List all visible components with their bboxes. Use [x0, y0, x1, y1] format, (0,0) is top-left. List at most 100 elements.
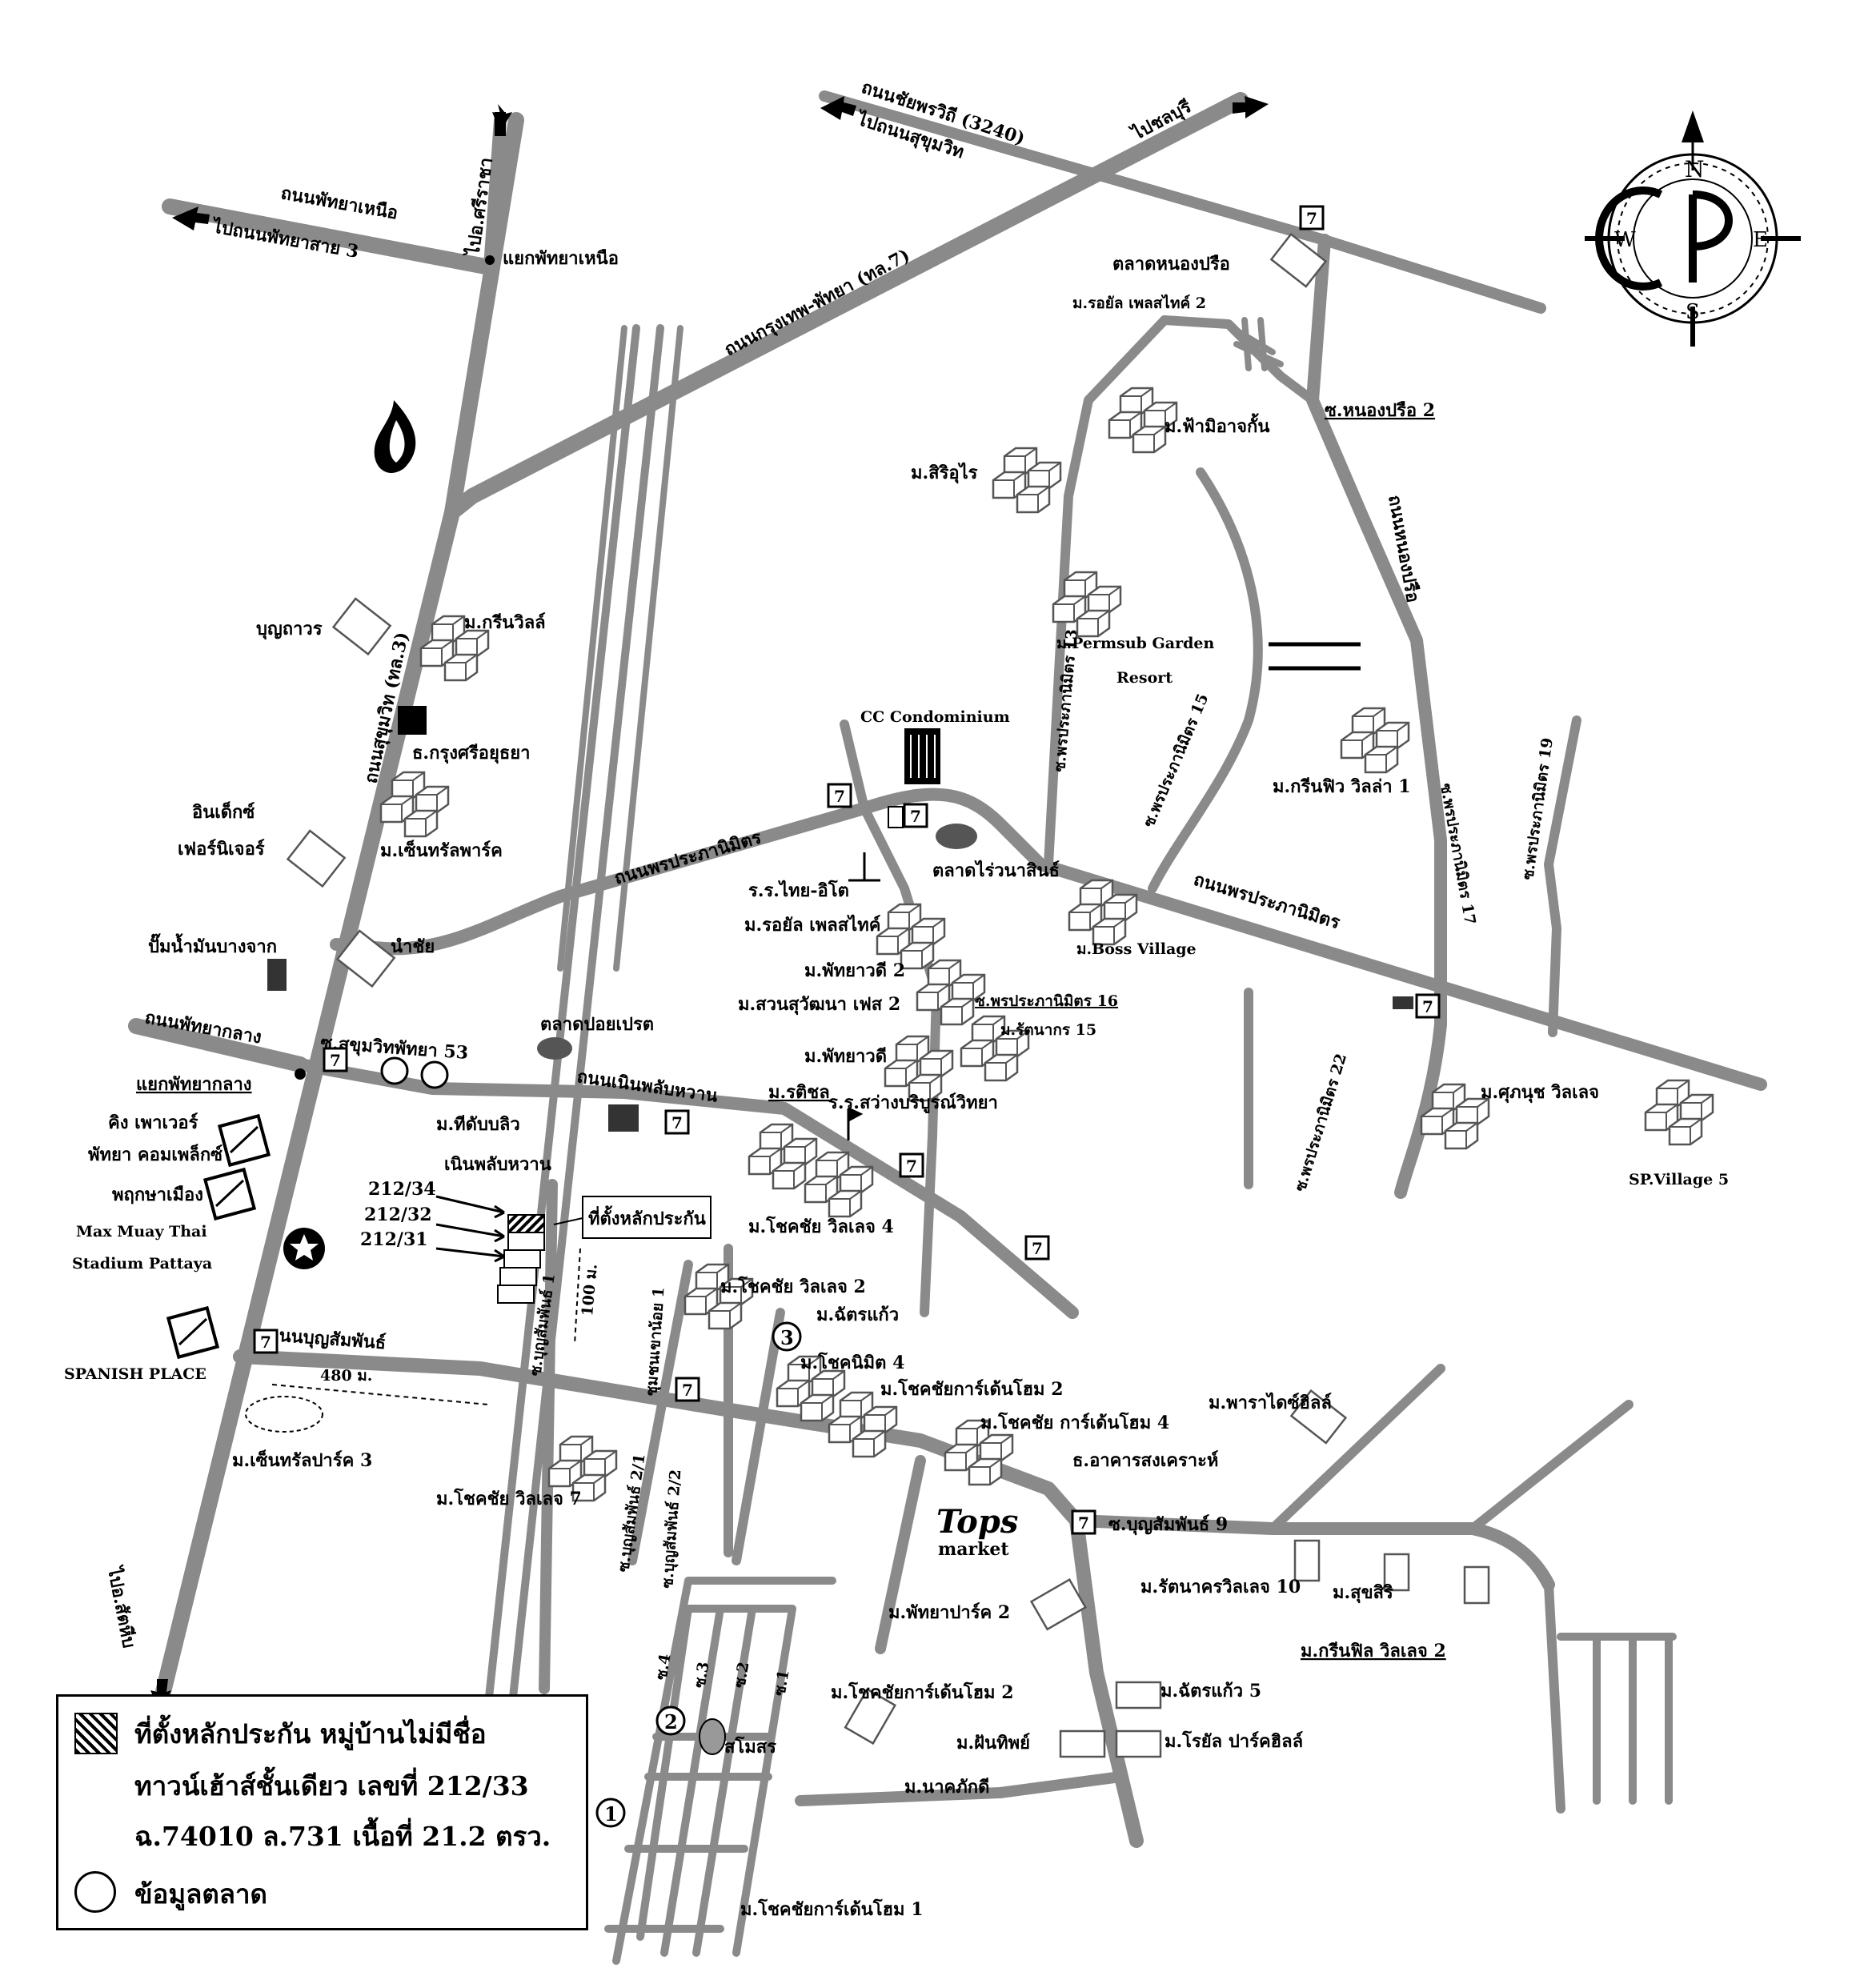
- shop-icon: [380, 1056, 409, 1085]
- tree-icon: [420, 1060, 449, 1089]
- label-chokchai-gh2: ม.โชคชัยการ์เด้นโฮม 2: [880, 1378, 1064, 1400]
- road-soi-pp13: [1044, 315, 1169, 869]
- label-the-dublin1: ม.ทีดับบลิว: [436, 1114, 520, 1135]
- road-noen-phlap-wan: [294, 1058, 1079, 1319]
- compass-rose: N S W E: [1585, 110, 1801, 347]
- legend-circle-swatch: [74, 1871, 116, 1913]
- label-permsub2: Resort: [1116, 669, 1173, 687]
- label-krungsri: ธ.กรุงศรีอยุธยา: [412, 743, 531, 764]
- parallel-road-marks: [1269, 642, 1361, 671]
- road-soi-pp15: [1148, 467, 1263, 893]
- label-chokchai-v4: ม.โชคชัย วิลเลจ 4: [748, 1216, 894, 1237]
- label-phruksa-muang: พฤกษาเมือง: [112, 1184, 203, 1205]
- legend-line-3: ฉ.74010 ล.731 เนื้อที่ 21.2 ตรว.: [134, 1821, 551, 1852]
- label-talat-poi: ตลาดปอยเปรต: [540, 1014, 654, 1035]
- label-to-sattahip: ไปอ.สัตหีบ: [103, 1564, 140, 1649]
- label-nak-phakdi: ม.นาคภักดี: [904, 1777, 989, 1798]
- label-max-muay2: Stadium Pattaya: [72, 1255, 212, 1273]
- fuel-pump-icon: [267, 959, 287, 991]
- label-pattaya-nuea: ถนนพัทยาเหนือ: [279, 182, 399, 223]
- label-index1: อินเด็กซ์: [192, 800, 255, 823]
- collateral-lots: [435, 1195, 712, 1304]
- label-royal-park-hill: ม.โรยัล ปาร์คฮิลล์: [1165, 1730, 1303, 1752]
- label-soi-nong-prue2: ซ.หนองปรือ 2: [1325, 400, 1435, 421]
- label-phonprapanimit-w: ถนนพรประภานิมิตร: [611, 827, 764, 888]
- label-lot-212-32: 212/32: [364, 1204, 432, 1225]
- label-yaek-pattaya-klang: แยกพัทยากลาง: [136, 1074, 252, 1095]
- market-basket-icon-2: [936, 824, 977, 849]
- seven-label: 7: [682, 1381, 693, 1400]
- label-fan-thip: ม.ฝันทิพย์: [956, 1733, 1030, 1754]
- label-ratchada: ม.รติชล: [768, 1082, 830, 1103]
- label-yaek-pattaya-nuea: แยกพัทยาเหนือ: [503, 248, 619, 269]
- label-green-view: ม.กรีนฟิว วิลล่า 1: [1273, 776, 1411, 797]
- label-bunthavorn: บุญถาวร: [256, 619, 323, 640]
- label-thai-ito: ร.ร.ไทย-อิโต: [748, 880, 849, 901]
- road-labels: ถนนพัทยาเหนือ ไปถนนพัทยาสาย 3 ไปอ.ศรีราช…: [103, 77, 1557, 1697]
- label-chattrakaew: ม.ฉัตรแก้ว: [816, 1305, 899, 1325]
- label-king-power1: คิง เพาเวอร์: [108, 1112, 198, 1133]
- legend-line-2: ทาวน์เฮ้าส์ชั้นเดียว เลขที่ 212/33: [134, 1770, 529, 1802]
- star-icon: [283, 1228, 325, 1269]
- label-soi1: ซ.1: [771, 1669, 792, 1697]
- seven-label: 7: [906, 1156, 917, 1176]
- label-chokchai-v7: ม.โชคชัย วิลเลจ 7: [436, 1488, 582, 1509]
- tops-logo-sub: market: [938, 1539, 1009, 1560]
- seven-label: 7: [330, 1051, 341, 1070]
- road-soi-pp19: [1544, 715, 1581, 1037]
- label-spanish: SPANISH PLACE: [64, 1365, 206, 1383]
- label-the-dublin2: เนินพลับหวาน: [444, 1154, 551, 1175]
- road-east-loop: [1268, 1364, 1634, 1814]
- seven-label: 7: [671, 1113, 683, 1132]
- label-max-muay1: Max Muay Thai: [76, 1223, 207, 1240]
- seven-label: 7: [1078, 1513, 1089, 1533]
- market-point-2-label: 2: [664, 1710, 678, 1733]
- label-talat-nong-prue: ตลาดหนองปรือ: [1112, 254, 1230, 275]
- label-ghb-bank: ธ.อาคารสงเคราะห์: [1072, 1450, 1218, 1471]
- label-chokchai-gh2b: ม.โชคชัยการ์เด้นโฮม 2: [831, 1681, 1014, 1703]
- phruksa-building-icon: [202, 1167, 257, 1221]
- road-soi-bunsamphan21: [627, 1260, 693, 1565]
- cc-condo-building-icon: [904, 728, 940, 784]
- label-king-power2: พัทยา คอมเพล็กซ์: [88, 1143, 222, 1165]
- buildings: 7 7 7 7 7 7 7 7 7 7 7: [166, 205, 1713, 1828]
- seven-label: 7: [1422, 997, 1433, 1016]
- clubhouse-icon: [699, 1718, 726, 1755]
- compass-e: E: [1753, 228, 1768, 252]
- label-bunsamphan: ถนนบุญสัมพันธ์: [268, 1325, 387, 1354]
- place-labels: ตลาดหนองปรือ ม.รอยัล เพลสไทค์ 2 ม.ฟ้ามิอ…: [64, 254, 1729, 1920]
- compass-w: W: [1614, 228, 1636, 252]
- label-central-park3: ม.เซ็นทรัลปาร์ค 3: [232, 1449, 372, 1471]
- label-central-park: ม.เซ็นทรัลพาร์ค: [380, 839, 503, 861]
- label-pattaya-park2: ม.พัทยาปาร์ค 2: [888, 1602, 1010, 1623]
- label-soi2: ซ.2: [731, 1661, 752, 1689]
- label-suan-suwana: ม.สวนสุวัฒนา เฟส 2: [738, 994, 900, 1016]
- map-legend: ที่ตั้งหลักประกัน หมู่บ้านไม่มีชื่อ ทาวน…: [56, 1694, 588, 1930]
- road-pattaya-klang: [128, 1018, 308, 1072]
- road-soi-bunsamphan1: [539, 1179, 558, 1694]
- label-soi-pp22: ซ.พรประภานิมิตร 22: [1292, 1052, 1350, 1194]
- arrow-west-icon-2: [820, 96, 856, 120]
- label-chokchai-gh1: ม.โชคชัยการ์เด้นโฮม 1: [740, 1898, 924, 1920]
- label-supanut: ม.ศุภนุช วิลเลจ: [1481, 1082, 1599, 1104]
- road-network: [128, 90, 1767, 1965]
- label-krungthep-pattaya: ถนนกรุงเทพ-พัทยา (ทล.7): [721, 245, 914, 361]
- label-chokniwit4: ม.โชคนิมิต 4: [800, 1352, 904, 1373]
- label-soi-bunsamphan22: ซ.บุญสัมพันธ์ 2/2: [659, 1469, 685, 1589]
- label-greenfield-v2: ม.กรีนฟิล วิลเลจ 2: [1301, 1641, 1446, 1661]
- market-basket-icon: [537, 1037, 572, 1060]
- tops-logo-text: Tops: [936, 1503, 1018, 1541]
- label-dist-480: 480 ม.: [320, 1367, 372, 1385]
- market-point-1: [595, 1798, 626, 1828]
- label-cc-condo: CC Condominium: [860, 708, 1010, 726]
- label-suksiri: ม.สุขสิริ: [1333, 1582, 1393, 1604]
- railway: [484, 324, 664, 1709]
- spanish-place-icon: [166, 1305, 220, 1360]
- label-index2: เฟอร์นิเจอร์: [178, 839, 265, 860]
- arrow-west-icon: [172, 206, 210, 230]
- label-lot-212-31: 212/31: [360, 1229, 428, 1250]
- label-permsub1: ม.Permsub Garden: [1056, 635, 1214, 652]
- label-legend-box: ที่ตั้งหลักประกัน: [588, 1205, 706, 1229]
- road-south-soi: [875, 1455, 926, 1654]
